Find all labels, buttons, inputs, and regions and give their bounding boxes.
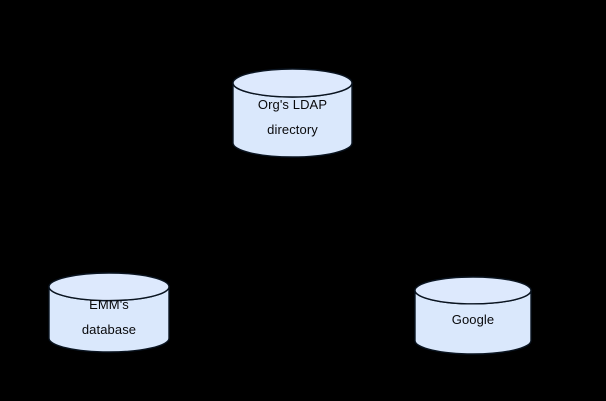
cylinder-lid-google bbox=[414, 276, 532, 305]
cylinder-shape-emm bbox=[48, 272, 170, 353]
node-ldap[interactable]: Org's LDAP directory bbox=[232, 68, 353, 158]
node-google[interactable]: Google bbox=[414, 276, 532, 355]
cylinder-shape-google bbox=[414, 276, 532, 355]
cylinder-shape-ldap bbox=[232, 68, 353, 158]
cylinder-lid-emm bbox=[48, 272, 170, 302]
cylinder-lid-ldap bbox=[232, 68, 353, 98]
node-emm[interactable]: EMM's database bbox=[48, 272, 170, 353]
